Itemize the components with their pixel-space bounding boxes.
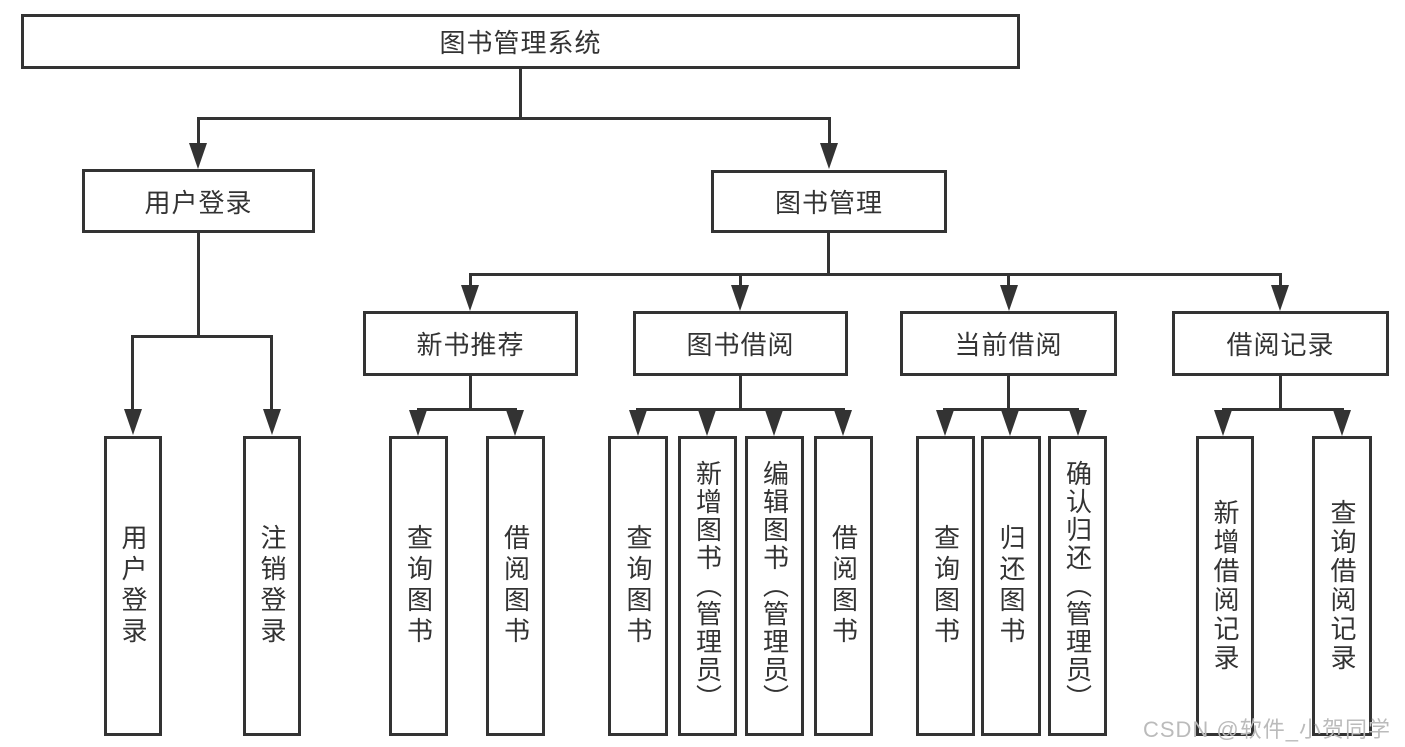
leaf-recommend-borrow-books-label: 借阅图书 xyxy=(500,524,531,648)
connector-cb-stem xyxy=(1007,376,1010,408)
leaf-edit-books-admin-label: 编辑图书（管理员） xyxy=(759,460,790,712)
arrow-down-icon xyxy=(263,409,281,435)
arrow-down-icon xyxy=(629,410,647,436)
node-book-borrow-label: 图书借阅 xyxy=(686,330,795,360)
connector-root-stem xyxy=(519,69,522,117)
csdn-watermark: CSDN @软件_小贺同学 xyxy=(1142,717,1391,742)
arrow-down-icon xyxy=(1333,410,1351,436)
leaf-return-books-label: 归还图书 xyxy=(996,524,1026,648)
connector-br-stem xyxy=(1279,376,1282,408)
leaf-user-login-label: 用户登录 xyxy=(118,524,148,648)
connector-root-bar xyxy=(197,117,831,120)
connector-bb-bar xyxy=(636,408,845,411)
connector-login-bar xyxy=(131,335,272,338)
arrow-down-icon xyxy=(698,410,716,436)
node-user-login-label: 用户登录 xyxy=(144,187,253,218)
leaf-add-borrow-record: 新增借阅记录 xyxy=(1196,436,1254,736)
node-user-login: 用户登录 xyxy=(82,169,315,233)
connector-root-drop-right xyxy=(828,117,831,147)
connector-mgmt-stem xyxy=(827,233,830,273)
leaf-recommend-borrow-books: 借阅图书 xyxy=(486,436,545,736)
node-book-borrow: 图书借阅 xyxy=(633,311,848,376)
connector-mgmt-bar xyxy=(469,273,1282,276)
connector-rec-stem xyxy=(469,376,472,408)
arrow-down-icon xyxy=(1001,410,1019,436)
leaf-user-login: 用户登录 xyxy=(104,436,162,736)
connector-root-drop-left xyxy=(197,117,200,147)
node-current-borrow-label: 当前借阅 xyxy=(954,330,1063,360)
node-book-management-label: 图书管理 xyxy=(774,188,883,218)
node-root-label: 图书管理系统 xyxy=(439,28,602,58)
leaf-confirm-return-admin: 确认归还（管理员） xyxy=(1048,436,1107,736)
node-book-management: 图书管理 xyxy=(711,170,947,233)
leaf-logout: 注销登录 xyxy=(243,436,301,736)
leaf-recommend-query-books-label: 查询图书 xyxy=(403,524,434,648)
leaf-recommend-query-books: 查询图书 xyxy=(389,436,448,736)
leaf-add-borrow-record-label: 新增借阅记录 xyxy=(1210,499,1240,673)
connector-br-bar xyxy=(1222,408,1344,411)
leaf-confirm-return-admin-label: 确认归还（管理员） xyxy=(1062,460,1093,712)
leaf-borrow-query-books-label: 查询图书 xyxy=(623,524,653,648)
arrow-down-icon xyxy=(936,410,954,436)
arrow-down-icon xyxy=(834,410,852,436)
arrow-down-icon xyxy=(765,410,783,436)
node-root: 图书管理系统 xyxy=(21,14,1020,69)
arrow-down-icon xyxy=(124,409,142,435)
connector-login-drop-right xyxy=(270,335,273,411)
leaf-current-query-books-label: 查询图书 xyxy=(930,524,961,648)
arrow-down-icon xyxy=(189,143,207,169)
arrow-down-icon xyxy=(409,410,427,436)
leaf-return-books: 归还图书 xyxy=(981,436,1041,736)
node-new-book-recommend: 新书推荐 xyxy=(363,311,578,376)
leaf-add-books-admin: 新增图书（管理员） xyxy=(678,436,737,736)
connector-mgmt-drop-2 xyxy=(739,273,742,289)
arrow-down-icon xyxy=(461,285,479,311)
arrow-down-icon xyxy=(1214,410,1232,436)
connector-login-drop-left xyxy=(131,335,134,411)
connector-cb-bar xyxy=(943,408,1079,411)
leaf-current-query-books: 查询图书 xyxy=(916,436,975,736)
connector-mgmt-drop-4 xyxy=(1279,273,1282,289)
connector-mgmt-drop-1 xyxy=(469,273,472,289)
connector-rec-bar xyxy=(417,408,517,411)
leaf-edit-books-admin: 编辑图书（管理员） xyxy=(745,436,804,736)
leaf-query-borrow-record: 查询借阅记录 xyxy=(1312,436,1372,736)
connector-mgmt-drop-3 xyxy=(1007,273,1010,289)
node-borrow-records-label: 借阅记录 xyxy=(1226,330,1335,360)
leaf-borrow-query-books: 查询图书 xyxy=(608,436,668,736)
node-new-book-recommend-label: 新书推荐 xyxy=(416,330,525,360)
leaf-logout-label: 注销登录 xyxy=(257,524,287,648)
leaf-borrow-books: 借阅图书 xyxy=(814,436,873,736)
arrow-down-icon xyxy=(1069,410,1087,436)
arrow-down-icon xyxy=(731,285,749,311)
leaf-add-books-admin-label: 新增图书（管理员） xyxy=(692,460,723,712)
node-borrow-records: 借阅记录 xyxy=(1172,311,1389,376)
leaf-borrow-books-label: 借阅图书 xyxy=(828,524,859,648)
node-current-borrow: 当前借阅 xyxy=(900,311,1117,376)
leaf-query-borrow-record-label: 查询借阅记录 xyxy=(1327,499,1357,673)
arrow-down-icon xyxy=(820,143,838,169)
arrow-down-icon xyxy=(1000,285,1018,311)
connector-bb-stem xyxy=(739,376,742,408)
connector-login-stem xyxy=(197,233,200,335)
arrow-down-icon xyxy=(1271,285,1289,311)
arrow-down-icon xyxy=(506,410,524,436)
